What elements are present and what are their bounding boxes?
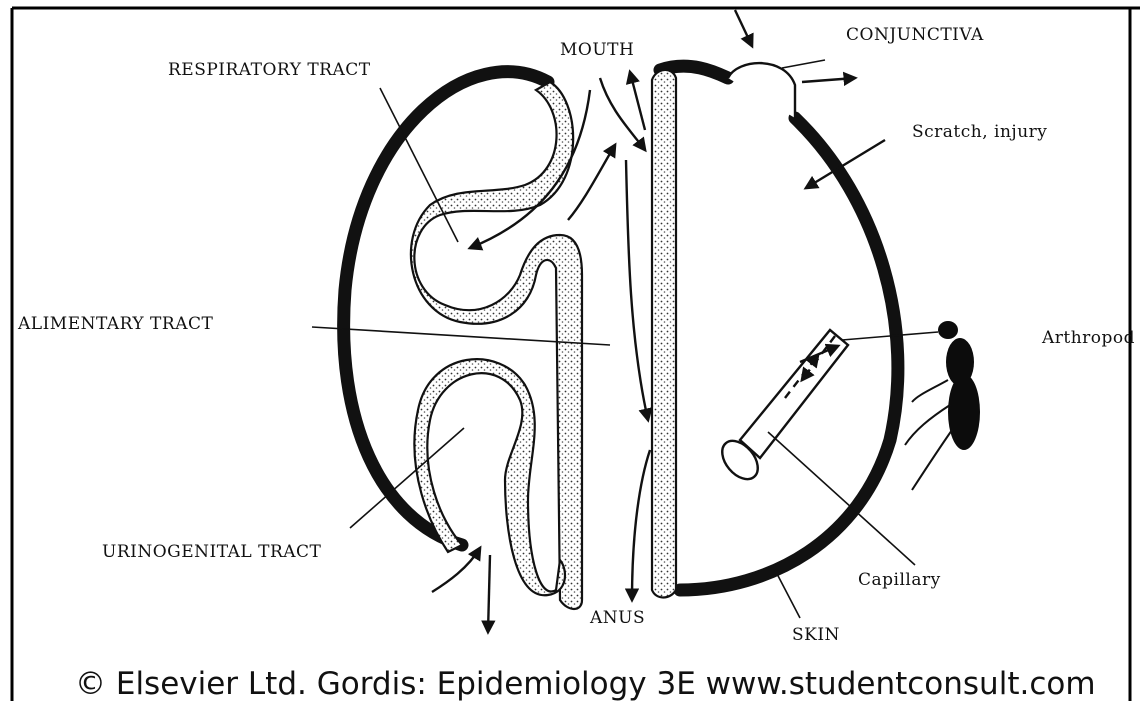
label-conjunctiva: CONJUNCTIVA <box>846 25 984 45</box>
label-urinogenital-tract: URINOGENITAL TRACT <box>102 542 322 562</box>
label-respiratory-tract: RESPIRATORY TRACT <box>168 60 371 80</box>
alimentary-tract-shape <box>652 70 676 598</box>
capillary-tube <box>715 330 848 486</box>
label-alimentary-tract: ALIMENTARY TRACT <box>17 314 213 334</box>
copyright-credit: © Elsevier Ltd. Gordis: Epidemiology 3E … <box>75 666 1096 701</box>
label-anus: ANUS <box>589 608 645 628</box>
label-scratch-injury: Scratch, injury <box>912 122 1047 142</box>
label-skin: SKIN <box>792 625 840 645</box>
label-mouth: MOUTH <box>560 40 634 60</box>
label-arthropod: Arthropod <box>1041 328 1135 348</box>
arthropod-icon <box>842 321 980 490</box>
conjunctiva-bump <box>728 63 795 118</box>
label-capillary: Capillary <box>858 570 941 590</box>
